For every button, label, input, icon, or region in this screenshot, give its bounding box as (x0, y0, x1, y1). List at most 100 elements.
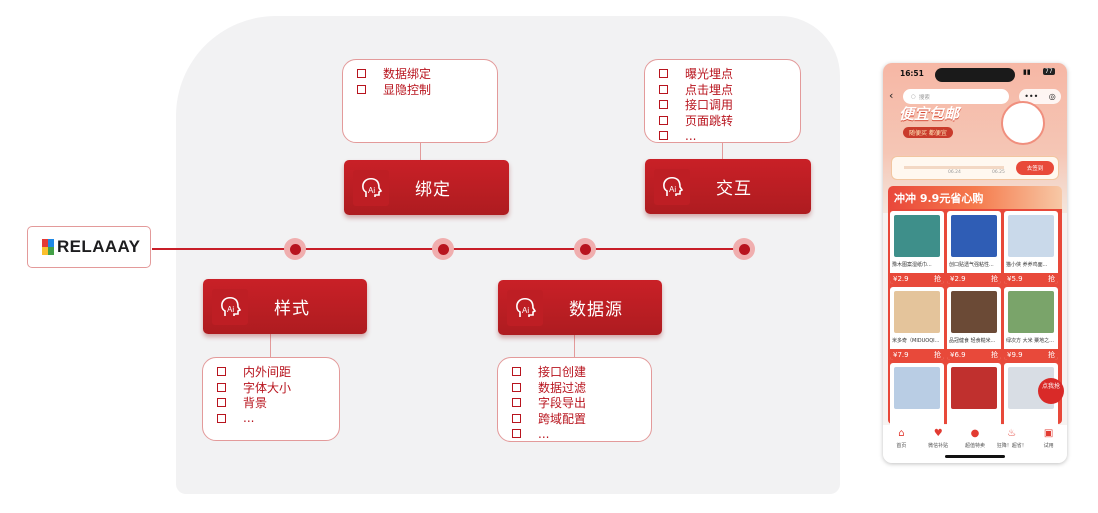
checklist-item-label: 跨域配置 (538, 411, 587, 426)
product-price: ¥2.9 (893, 274, 909, 283)
checklist-item: 页面跳转 (659, 113, 800, 129)
grab-button[interactable]: 抢 (1048, 350, 1055, 359)
product-card[interactable]: 品冠健食 轻食糙米... ¥6.9 抢 (947, 287, 1001, 360)
tab-label: 微信补贴 (928, 443, 949, 449)
checklist-item-label: 数据绑定 (383, 67, 432, 82)
checklist-item: 跨域配置 (512, 411, 651, 427)
checklist-item-label: 接口创建 (538, 365, 587, 380)
checklist-item-label: 内外间距 (243, 365, 292, 380)
home-indicator (945, 455, 1005, 458)
product-price-bar: ¥2.9 抢 (947, 273, 1001, 284)
product-card[interactable] (890, 363, 944, 436)
checklist-item-label: ... (685, 128, 697, 143)
brand-name: RELAAAY (57, 237, 141, 256)
checkbox-icon (659, 131, 668, 141)
product-image (951, 291, 997, 333)
tab-item[interactable]: ●超值特卖 (957, 425, 993, 463)
checkbox-icon (512, 429, 521, 439)
timeline-dot-binding (432, 238, 454, 260)
search-placeholder: 搜索 (918, 94, 930, 101)
product-price-bar: ¥2.9 抢 (890, 273, 944, 284)
product-name: 猫小侠 养养鸡面... (1006, 262, 1048, 268)
checkin-step-1: 06.24 (948, 170, 961, 175)
timeline-dot-style (284, 238, 306, 260)
tab-label: 试用 (1043, 443, 1054, 449)
hot-icon: ♨ (1007, 428, 1017, 439)
checklist-item: ... (512, 426, 651, 442)
timeline-dot-interaction (733, 238, 755, 260)
interaction-node[interactable]: Ai 交互 (645, 159, 811, 214)
tab-item[interactable]: ▣ 试用 (1031, 425, 1067, 463)
product-price: ¥2.9 (950, 274, 966, 283)
grab-button[interactable]: 抢 (991, 350, 998, 359)
search-input[interactable]: ○ 搜索 (903, 89, 1009, 104)
svg-text:Ai: Ai (522, 306, 529, 315)
checkbox-icon (659, 69, 668, 79)
checklist-item-label: 背景 (243, 396, 268, 411)
close-icon[interactable]: ◎ (1048, 92, 1056, 101)
checkin-button[interactable]: 去签到 (1016, 161, 1054, 175)
checkbox-icon (217, 367, 226, 377)
checklist-item-label: 字体大小 (243, 380, 292, 395)
more-icon[interactable]: ••• (1024, 92, 1039, 101)
grab-button[interactable]: 抢 (991, 274, 998, 283)
signal-icon: ▮▮ (1023, 68, 1031, 76)
binding-node-label: 绑定 (415, 180, 451, 200)
checkbox-icon (512, 382, 521, 392)
checklist-item: ... (659, 128, 800, 144)
checkbox-icon (357, 69, 366, 79)
grab-button[interactable]: 抢 (1048, 274, 1055, 283)
status-time: 16:51 (900, 69, 924, 78)
checklist-item: 背景 (217, 395, 339, 411)
timeline-dot-datasource (574, 238, 596, 260)
checklist-item: 曝光埋点 (659, 66, 800, 82)
tab-item[interactable]: ♨狂降！超省！ (994, 425, 1030, 463)
datasource-node-label: 数据源 (569, 300, 623, 320)
datasource-node[interactable]: Ai 数据源 (498, 280, 662, 335)
brand-logo-icon (42, 239, 54, 255)
product-name: 绿次方 大米 粟地之... (1006, 338, 1054, 344)
checklist-item-label: ... (538, 426, 550, 441)
product-image (1008, 291, 1054, 333)
style-card: 内外间距字体大小背景... (202, 357, 340, 441)
product-price-bar: ¥9.9 抢 (1004, 349, 1058, 360)
connector-interaction-card (722, 142, 723, 159)
checkbox-icon (512, 413, 521, 423)
tab-item[interactable]: ♥微信补贴 (920, 425, 956, 463)
product-card[interactable]: 绿次方 大米 粟地之... ¥9.9 抢 (1004, 287, 1058, 360)
product-name: 品冠健食 轻食糙米... (949, 338, 996, 344)
tab-label: 超值特卖 (964, 443, 985, 449)
product-price: ¥6.9 (950, 350, 966, 359)
dynamic-island (935, 68, 1015, 82)
product-price-bar: ¥6.9 抢 (947, 349, 1001, 360)
product-image (894, 367, 940, 409)
checklist-item-label: 点击埋点 (685, 82, 734, 97)
checklist-item: ... (217, 411, 339, 427)
grab-button[interactable]: 抢 (934, 350, 941, 359)
checklist-item-label: 页面跳转 (685, 113, 734, 128)
tab-item[interactable]: ⌂首页 (883, 425, 919, 463)
checkbox-icon (659, 115, 668, 125)
product-price: ¥9.9 (1007, 350, 1023, 359)
back-icon[interactable]: ‹ (889, 89, 894, 102)
mini-program-capsule[interactable]: ••• ◎ (1019, 89, 1061, 104)
float-grab-button[interactable]: 点我抢 (1038, 378, 1064, 404)
product-card[interactable] (947, 363, 1001, 436)
checklist-item: 数据绑定 (357, 66, 497, 82)
binding-node[interactable]: Ai 绑定 (344, 160, 509, 215)
connector-style-card (270, 333, 271, 358)
checklist-item: 接口创建 (512, 364, 651, 380)
search-icon: ○ (911, 93, 916, 100)
grab-button[interactable]: 抢 (934, 274, 941, 283)
bag-icon: ▣ (1043, 428, 1054, 439)
style-node[interactable]: Ai 样式 (203, 279, 367, 334)
datasource-card: 接口创建数据过滤字段导出跨域配置... (497, 357, 652, 442)
product-image (894, 215, 940, 257)
home-icon: ⌂ (898, 428, 905, 439)
